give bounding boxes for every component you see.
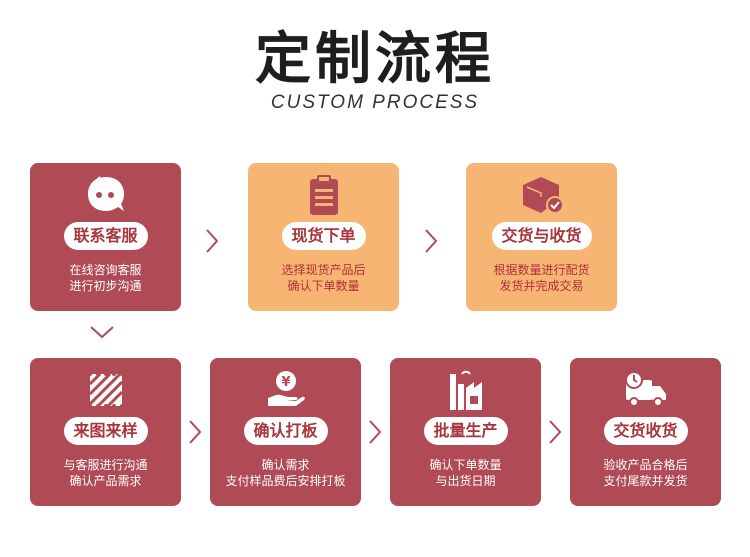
sample-pattern-icon <box>30 368 181 412</box>
step-description: 验收产品合格后 支付尾款并发货 <box>603 458 688 488</box>
clipboard-icon <box>248 173 399 217</box>
step-description: 确认需求 支付样品费后安排打板 <box>225 458 346 488</box>
factory-icon <box>390 368 541 412</box>
chat-bubble-icon <box>30 173 181 217</box>
step-description: 确认下单数量 与出货日期 <box>429 458 502 488</box>
hand-coin-icon: ¥ <box>210 368 361 412</box>
page-subtitle: CUSTOM PROCESS <box>270 92 480 113</box>
page-title: 定制流程 <box>255 27 495 92</box>
step-card-spot-order: 现货下单 选择现货产品后 确认下单数量 <box>248 163 399 311</box>
svg-text:¥: ¥ <box>281 375 290 390</box>
step-label: 来图来样 <box>63 417 148 445</box>
chevron-right-icon <box>206 229 219 253</box>
step-card-samples: 来图来样 与客服进行沟通 确认产品需求 <box>30 358 181 506</box>
step-description: 选择现货产品后 确认下单数量 <box>281 263 366 293</box>
package-check-icon <box>466 173 617 217</box>
step-label: 交货收货 <box>603 417 688 445</box>
step-label: 批量生产 <box>423 417 508 445</box>
chevron-right-icon <box>189 420 202 444</box>
step-card-delivery: 交货收货 验收产品合格后 支付尾款并发货 <box>570 358 721 506</box>
step-description: 根据数量进行配货 发货并完成交易 <box>493 263 590 293</box>
step-description: 在线咨询客服 进行初步沟通 <box>69 263 142 293</box>
step-card-delivery-receipt: 交货与收货 根据数量进行配货 发货并完成交易 <box>466 163 617 311</box>
step-card-mass-production: 批量生产 确认下单数量 与出货日期 <box>390 358 541 506</box>
step-label: 现货下单 <box>281 222 366 250</box>
chevron-right-icon <box>369 420 382 444</box>
step-label: 联系客服 <box>63 222 148 250</box>
step-card-proofing: ¥ 确认打板 确认需求 支付样品费后安排打板 <box>210 358 361 506</box>
chevron-right-icon <box>425 229 438 253</box>
step-description: 与客服进行沟通 确认产品需求 <box>63 458 148 488</box>
chevron-right-icon <box>549 420 562 444</box>
delivery-truck-icon <box>570 368 721 412</box>
step-label: 确认打板 <box>243 417 328 445</box>
chevron-down-icon <box>90 326 114 339</box>
step-card-contact: 联系客服 在线咨询客服 进行初步沟通 <box>30 163 181 311</box>
step-label: 交货与收货 <box>491 222 592 250</box>
